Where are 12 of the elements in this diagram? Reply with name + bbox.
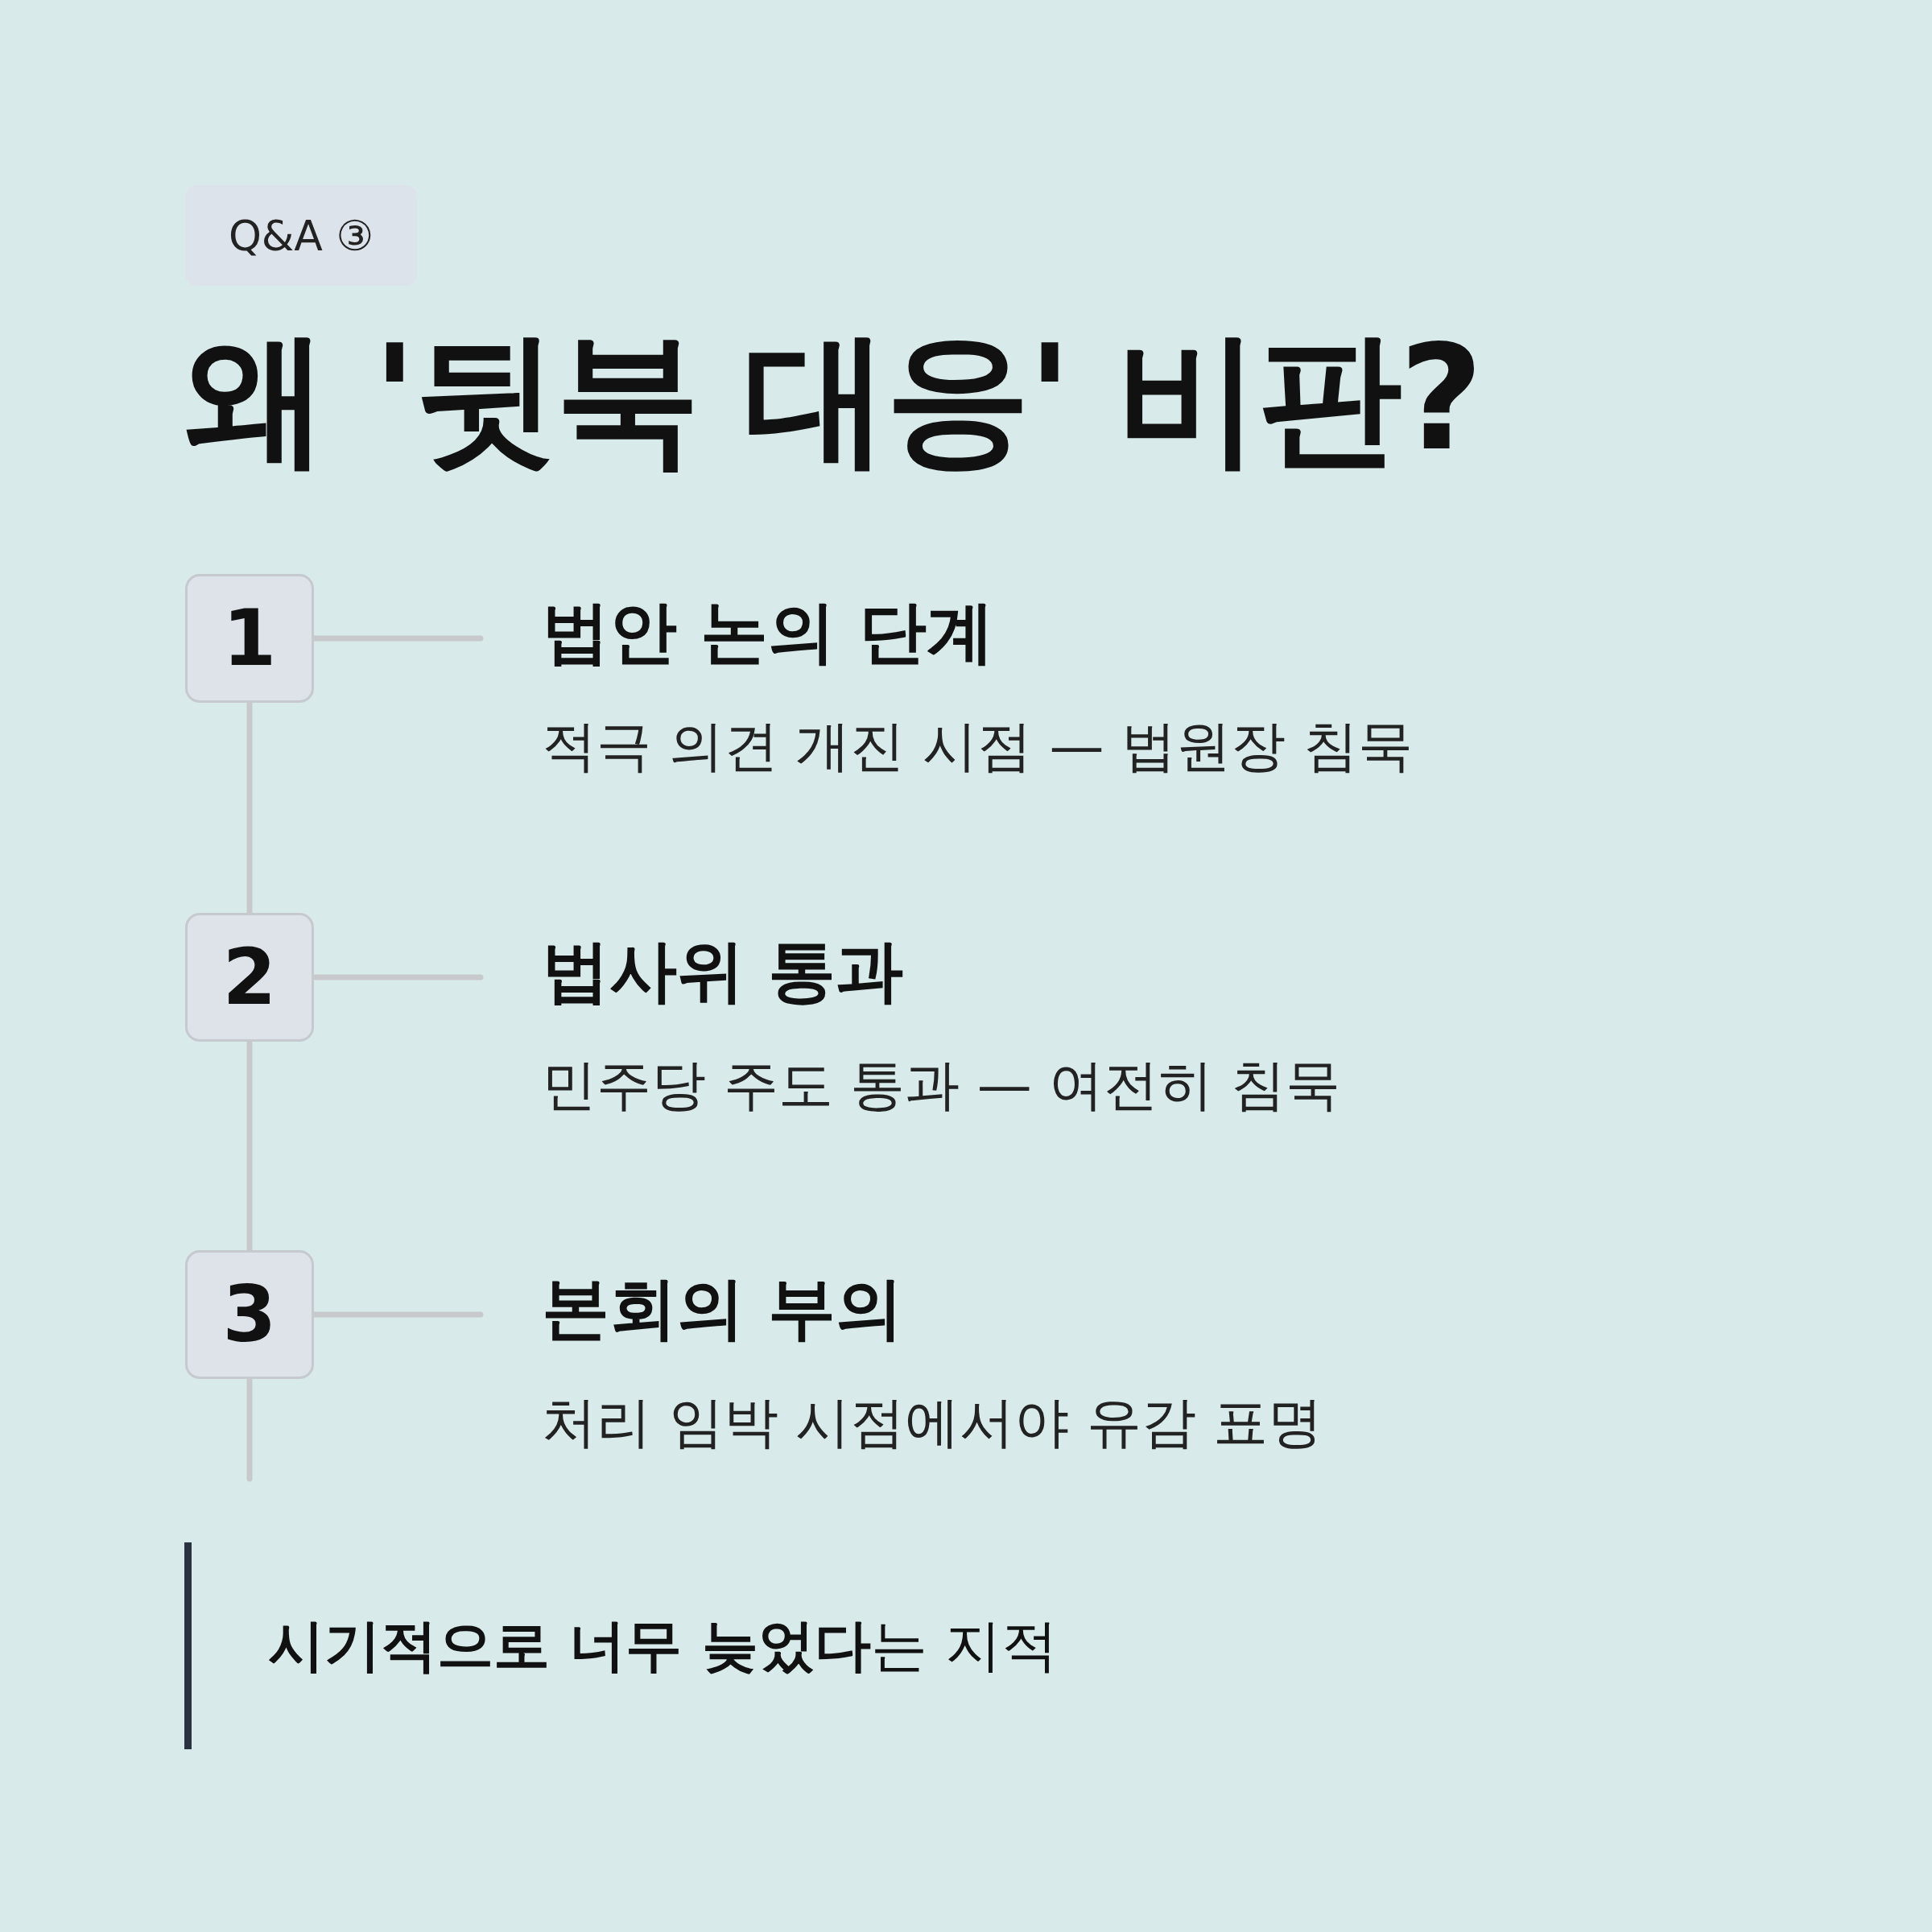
step-description: 민주당 주도 통과 — 여전히 침묵 (542, 1051, 1342, 1118)
step-heading: 법안 논의 단계 (542, 592, 996, 673)
title: 왜 '뒷북 대응' 비판? (184, 326, 1480, 471)
category-tag: Q&A ③ (185, 185, 417, 286)
step-description: 처리 임박 시점에서야 유감 표명 (542, 1389, 1324, 1455)
step-heading: 법사위 통과 (542, 931, 905, 1012)
step-number-box: 1 (185, 574, 314, 703)
step-number-box: 2 (185, 913, 314, 1042)
step-description: 적극 의견 개진 시점 — 법원장 침묵 (542, 712, 1414, 779)
quote-block: 시기적으로 너무 늦었다는 지적 (184, 1542, 1150, 1749)
step-number-box: 3 (185, 1250, 314, 1379)
step-heading: 본회의 부의 (542, 1268, 905, 1349)
